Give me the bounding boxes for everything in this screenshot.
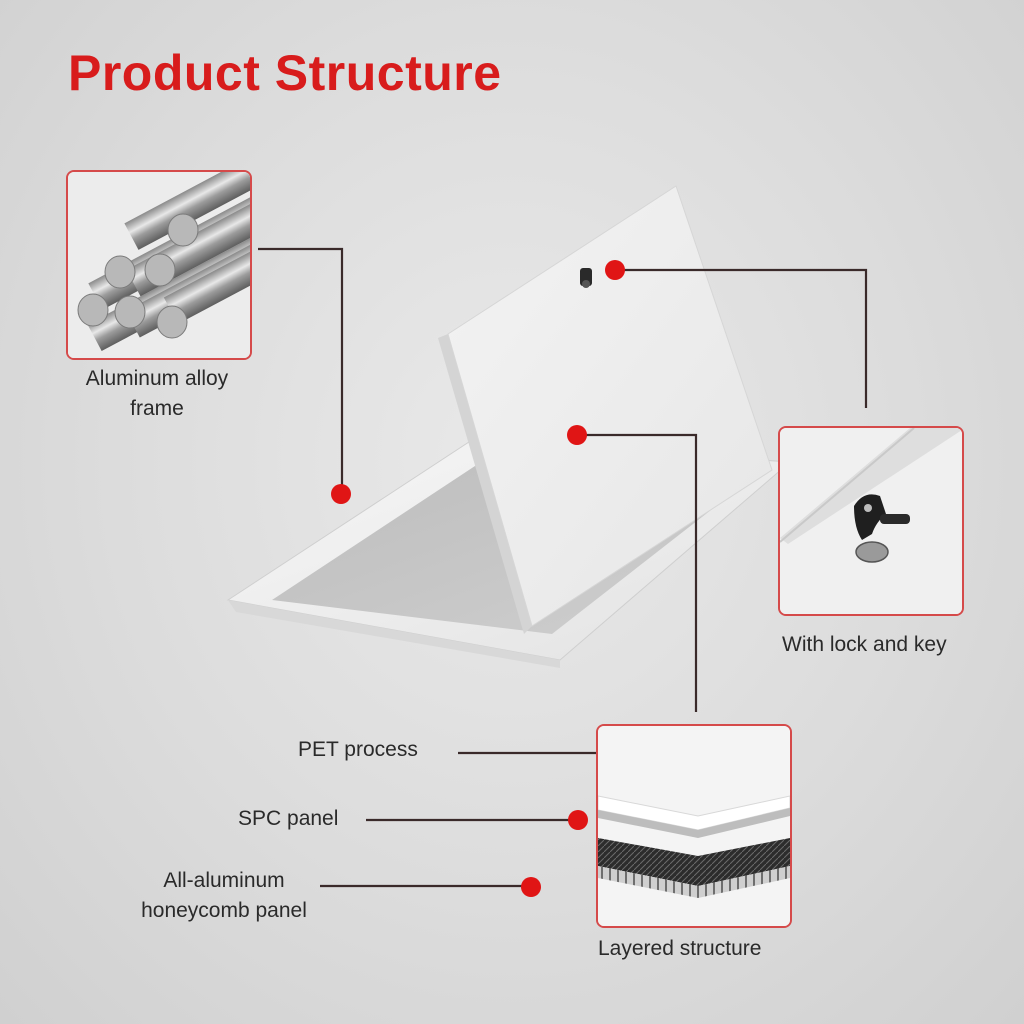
dot-frame xyxy=(331,484,351,504)
frame-label-line1: Aluminum alloy xyxy=(85,367,229,390)
lock-label: With lock and key xyxy=(782,633,947,656)
honeycomb-label-line1: All-aluminum xyxy=(163,869,285,892)
frame-edge xyxy=(228,600,560,668)
aluminum-frame-box xyxy=(66,170,252,360)
leader-lines xyxy=(258,247,868,888)
lock-box xyxy=(778,426,964,616)
leader-frame xyxy=(258,247,344,494)
lock-key-icon xyxy=(780,428,962,614)
page-title: Product Structure xyxy=(68,45,502,101)
layered-structure-box xyxy=(596,724,792,928)
lid-side xyxy=(438,334,532,634)
frame-label: Aluminum alloy frame xyxy=(72,364,242,424)
layered-panel-icon xyxy=(598,726,790,926)
leader-lock xyxy=(616,268,868,408)
lid-lock-icon xyxy=(580,268,592,288)
layered-label: Layered structure xyxy=(598,937,762,960)
lid-face xyxy=(447,185,773,627)
honeycomb-label-line2: honeycomb panel xyxy=(141,899,307,922)
lid-group xyxy=(438,185,773,634)
dot-lid xyxy=(567,425,587,445)
dot-spc xyxy=(568,810,588,830)
frame-label-line2: frame xyxy=(130,397,184,420)
pet-label: PET process xyxy=(298,738,418,761)
aluminum-rods-icon xyxy=(68,172,250,358)
dot-honeycomb xyxy=(521,877,541,897)
leader-spc-top xyxy=(578,433,698,712)
honeycomb-label: All-aluminum honeycomb panel xyxy=(134,866,314,926)
dot-lock xyxy=(605,260,625,280)
spc-label: SPC panel xyxy=(238,807,339,830)
